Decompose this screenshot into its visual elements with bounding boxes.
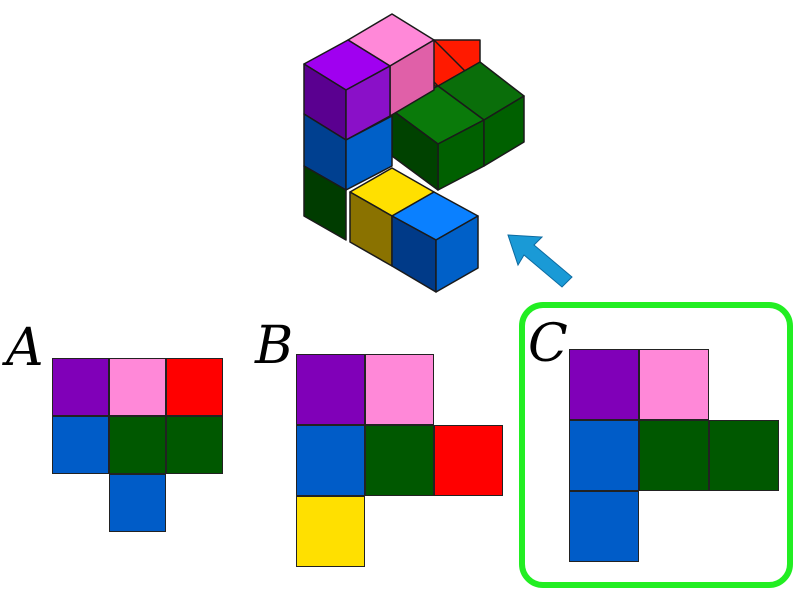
net-cell-green	[109, 416, 166, 474]
selected-answer-frame	[519, 302, 793, 588]
net-cell-purple	[52, 358, 109, 416]
net-cell-blue	[52, 416, 109, 474]
net-cell-red	[434, 425, 503, 496]
arrow-shape	[507, 234, 573, 288]
option-c-label: C	[528, 314, 568, 374]
net-cell-pink	[109, 358, 166, 416]
net-cell-purple	[296, 354, 365, 425]
blue-cube-front	[345, 115, 393, 191]
net-cell-yellow	[296, 496, 365, 567]
net-cell-pink	[365, 354, 434, 425]
isometric-cube-structure	[303, 13, 525, 293]
net-cell-red	[166, 358, 223, 416]
net-cell-blue	[569, 420, 639, 491]
net-cell-green	[639, 420, 709, 491]
net-cell-green	[365, 425, 434, 496]
arrow-icon	[507, 234, 573, 288]
net-cell-blue	[296, 425, 365, 496]
purple-cube-front	[345, 65, 391, 141]
option-b-label: B	[255, 316, 294, 376]
net-cell-pink	[639, 349, 709, 420]
green-cube-front-2	[483, 95, 525, 167]
net-cell-green	[709, 420, 779, 491]
net-cell-blue	[109, 474, 166, 532]
green-cube-bottom-left	[303, 165, 347, 241]
option-a-label: A	[6, 318, 44, 378]
blue-cube-right-front	[435, 215, 479, 293]
net-cell-green	[166, 416, 223, 474]
net-cell-blue	[569, 491, 639, 562]
net-cell-purple	[569, 349, 639, 420]
